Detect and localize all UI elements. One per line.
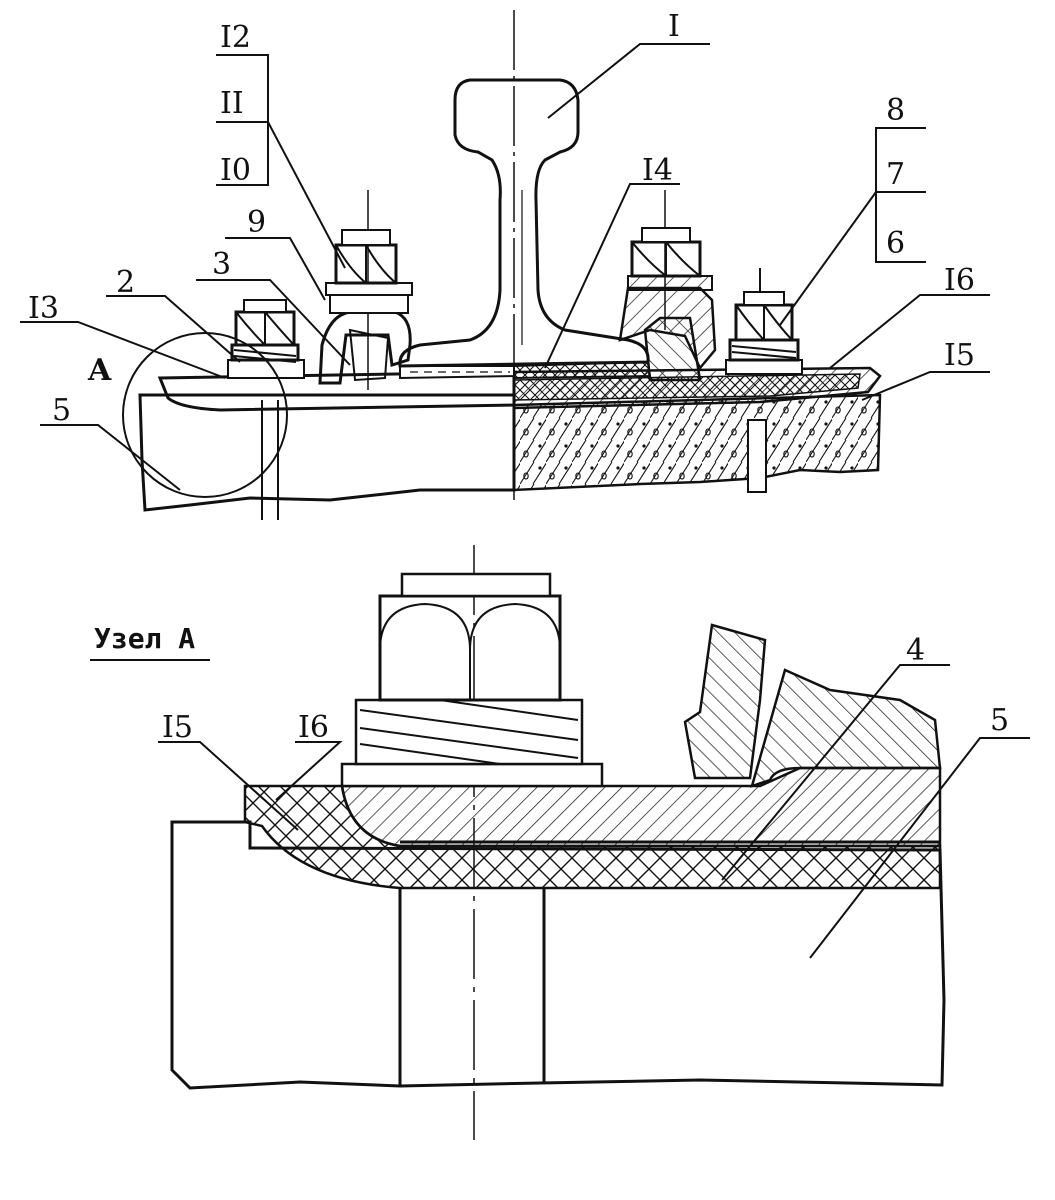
detail-nut-faces bbox=[379, 602, 561, 700]
label-part-4: 4 bbox=[906, 633, 925, 668]
detail-nut bbox=[378, 594, 562, 702]
leader-3 bbox=[196, 279, 351, 366]
leader-13 bbox=[20, 321, 226, 379]
right-anchor-channel bbox=[747, 419, 767, 493]
right-bolt-nut-faces bbox=[735, 304, 793, 341]
right-clamp-nut bbox=[630, 240, 702, 278]
right-clamp-core bbox=[643, 316, 702, 382]
left-clamp-bolt-end bbox=[341, 229, 391, 246]
base-plate-left bbox=[157, 370, 516, 412]
right-bolt-washer bbox=[725, 359, 803, 375]
label-part-15-bottom: I5 bbox=[162, 710, 193, 745]
label-part-3: 3 bbox=[212, 247, 231, 282]
leader-1 bbox=[547, 43, 710, 119]
left-bolt-end bbox=[243, 299, 287, 313]
detail-sleeper-body bbox=[170, 820, 946, 1090]
left-clamp-nut-faces bbox=[335, 244, 397, 284]
rail-profile bbox=[398, 78, 650, 368]
leader-9 bbox=[225, 237, 326, 301]
left-clamp-spring bbox=[325, 282, 413, 296]
leader-16-top bbox=[829, 294, 990, 369]
label-part-8: 8 bbox=[886, 93, 905, 128]
leader-16-bottom bbox=[275, 741, 343, 801]
right-clamp-nut-faces bbox=[631, 241, 701, 277]
left-bolt-nut-faces bbox=[235, 311, 295, 346]
leader-7 bbox=[779, 191, 877, 326]
label-part-16-bottom: I6 bbox=[298, 710, 329, 745]
right-bolt-spring-coils bbox=[731, 345, 797, 359]
right-bolt-end bbox=[743, 291, 785, 306]
detail-title: Узел А bbox=[94, 622, 195, 655]
top-assembly: I2 II I0 I 9 3 2 I3 A 5 I4 8 7 6 I6 I5 bbox=[20, 9, 990, 520]
detail-a-view: Узел А I5 I6 4 5 bbox=[90, 545, 1030, 1140]
left-bolt-nut bbox=[234, 310, 296, 347]
leader-5-top bbox=[40, 424, 181, 491]
label-bolt-11: II bbox=[220, 86, 244, 121]
detail-clamp-body bbox=[750, 668, 942, 788]
detail-flat-washer bbox=[340, 762, 604, 788]
label-node-a: A bbox=[87, 353, 112, 388]
label-bolt-10: I0 bbox=[220, 153, 251, 188]
label-part-9: 9 bbox=[247, 205, 266, 240]
label-rail-1: I bbox=[668, 9, 680, 44]
label-part-15-top: I5 bbox=[944, 338, 975, 373]
detail-spring-coils bbox=[359, 699, 579, 765]
leader-14 bbox=[544, 183, 680, 369]
sleeper-right-concrete bbox=[512, 393, 882, 492]
right-clamp-washer bbox=[627, 275, 713, 291]
label-part-2: 2 bbox=[116, 265, 135, 300]
leader-4 bbox=[721, 664, 950, 881]
left-clamp-nut bbox=[334, 243, 398, 285]
label-part-6: 6 bbox=[886, 226, 905, 261]
leader-15-top bbox=[861, 371, 990, 401]
label-pad-14: I4 bbox=[642, 153, 673, 188]
leader-11 bbox=[267, 121, 346, 269]
left-label-bracket bbox=[216, 54, 269, 186]
label-sleeper-5-bottom: 5 bbox=[990, 703, 1009, 738]
label-bolt-12: I2 bbox=[220, 20, 251, 55]
leader-15-bottom bbox=[158, 741, 299, 831]
left-bolt-washer bbox=[227, 359, 305, 379]
label-sleeper-5-top: 5 bbox=[52, 393, 71, 428]
label-part-13: I3 bbox=[28, 291, 59, 326]
label-part-16-top: I6 bbox=[944, 263, 975, 298]
label-part-7: 7 bbox=[886, 157, 905, 192]
leader-5-bottom bbox=[809, 737, 1030, 959]
sleeper-left-section bbox=[138, 393, 516, 512]
right-bolt-nut bbox=[734, 303, 794, 342]
right-bolt-spring bbox=[728, 338, 800, 362]
left-clamp-core bbox=[348, 328, 390, 382]
leader-2 bbox=[106, 295, 241, 363]
detail-clamp-tip bbox=[683, 623, 767, 780]
detail-a-circle bbox=[122, 332, 288, 498]
right-label-bracket bbox=[875, 127, 926, 263]
right-clamp-bolt-end bbox=[641, 227, 691, 243]
left-clamp-washer bbox=[329, 294, 409, 314]
detail-bolt-end bbox=[400, 572, 552, 598]
